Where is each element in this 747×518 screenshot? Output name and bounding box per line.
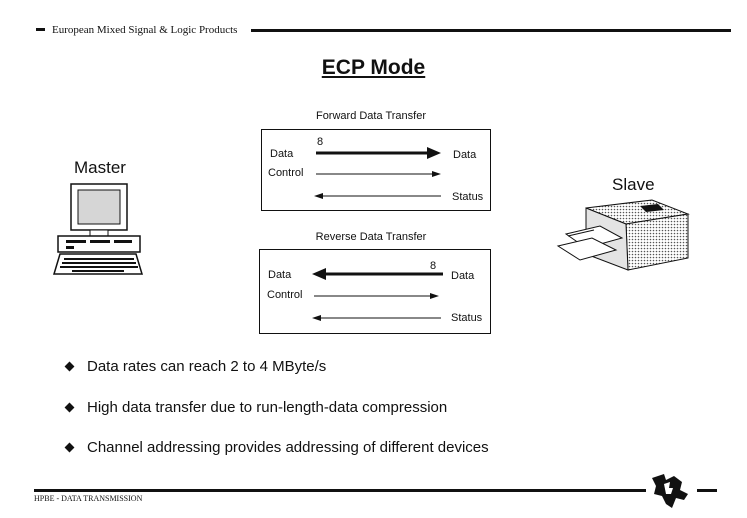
reverse-transfer-box bbox=[259, 249, 491, 334]
header-rule bbox=[251, 29, 731, 32]
slave-label: Slave bbox=[612, 175, 655, 194]
forward-slave-data-label: Data bbox=[453, 149, 477, 161]
forward-status-arrow bbox=[314, 193, 441, 199]
reverse-control-arrow bbox=[314, 293, 439, 299]
page-title: ECP Mode bbox=[321, 56, 426, 79]
forward-transfer-box bbox=[261, 129, 491, 211]
reverse-bus-width: 8 bbox=[430, 260, 437, 272]
header-text: European Mixed Signal & Logic Products bbox=[52, 24, 238, 36]
reverse-arrows bbox=[312, 268, 443, 321]
reverse-status-arrow bbox=[312, 315, 441, 321]
reverse-master-data-label: Data bbox=[268, 269, 292, 281]
bullet-text: Channel addressing provides addressing o… bbox=[87, 439, 489, 456]
ti-logo-icon bbox=[652, 474, 688, 508]
footer-right-dash bbox=[697, 489, 717, 492]
forward-master-control-label: Control bbox=[268, 167, 304, 179]
forward-box-title: Forward Data Transfer bbox=[315, 110, 427, 122]
forward-control-arrow bbox=[316, 171, 441, 177]
forward-data-arrow bbox=[316, 147, 441, 159]
footer-rule bbox=[34, 489, 646, 492]
forward-master-data-label: Data bbox=[270, 148, 294, 160]
bullet-text: Data rates can reach 2 to 4 MByte/s bbox=[87, 358, 327, 375]
header-marker bbox=[36, 28, 45, 31]
forward-slave-status-label: Status bbox=[452, 191, 484, 203]
bullet-diamond-icon bbox=[64, 442, 75, 453]
bullet-item: High data transfer due to run-length-dat… bbox=[64, 399, 448, 416]
bullet-diamond-icon bbox=[64, 361, 75, 372]
computer-icon bbox=[52, 183, 144, 275]
reverse-slave-status-label: Status bbox=[451, 312, 483, 324]
master-label: Master bbox=[74, 158, 126, 177]
bullet-item: Channel addressing provides addressing o… bbox=[64, 439, 489, 456]
reverse-slave-data-label: Data bbox=[451, 270, 475, 282]
reverse-box-title: Reverse Data Transfer bbox=[315, 231, 427, 243]
forward-arrows bbox=[314, 147, 441, 199]
forward-bus-width: 8 bbox=[317, 136, 324, 148]
reverse-data-arrow bbox=[312, 268, 443, 280]
footer-text: HPBE - DATA TRANSMISSION bbox=[34, 494, 143, 503]
reverse-master-control-label: Control bbox=[267, 289, 303, 301]
bullet-text: High data transfer due to run-length-dat… bbox=[87, 399, 448, 416]
printer-icon bbox=[556, 199, 690, 271]
bullet-diamond-icon bbox=[64, 402, 75, 413]
bullet-item: Data rates can reach 2 to 4 MByte/s bbox=[64, 358, 327, 375]
